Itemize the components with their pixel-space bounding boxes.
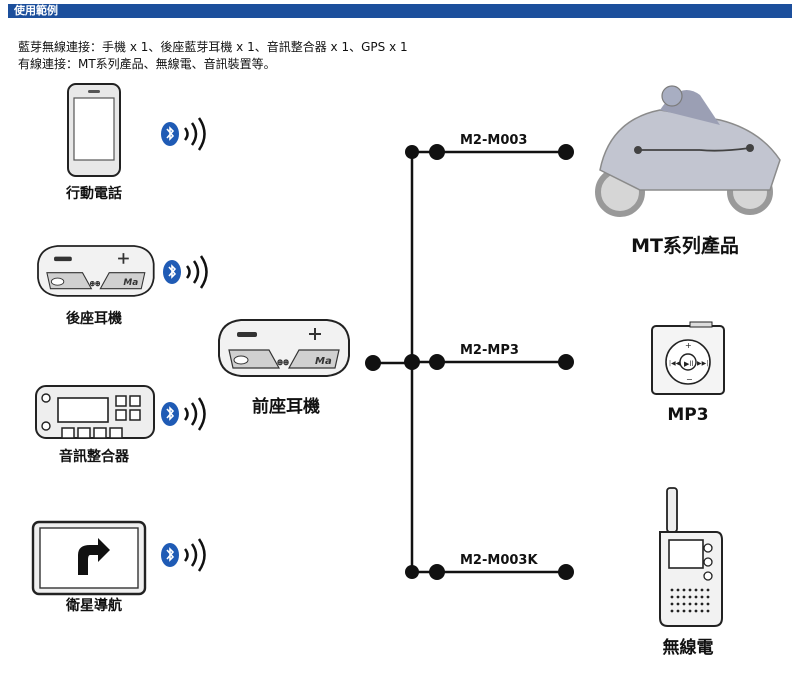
- bluetooth-icon-phone: [159, 116, 206, 152]
- headset-icon-front: [218, 319, 350, 377]
- cable-label-m003k: M2-M003K: [460, 553, 538, 568]
- svg-text:|◀◀: |◀◀: [669, 360, 681, 367]
- gps-navigator-icon: [31, 520, 147, 596]
- svg-text:+: +: [685, 341, 692, 350]
- cable-label-m003: M2-M003: [460, 133, 528, 148]
- label-rear-headset: 後座耳機: [66, 311, 122, 327]
- header-title: 使用範例: [14, 4, 58, 17]
- bluetooth-icon-integrator: [159, 396, 206, 432]
- bluetooth-icon-rear: [161, 254, 208, 290]
- audio-integrator-icon: [35, 385, 155, 439]
- cable-label-mp3: M2-MP3: [460, 343, 519, 358]
- label-mp3: MP3: [667, 405, 709, 425]
- svg-text:−: −: [686, 375, 693, 384]
- svg-text:▶▶|: ▶▶|: [697, 360, 708, 367]
- wireless-description: 藍芽無線連接：手機 x 1、後座藍芽耳機 x 1、音訊整合器 x 1、GPS x…: [18, 40, 408, 54]
- svg-text:▶ll: ▶ll: [684, 360, 693, 368]
- label-radio: 無線電: [662, 638, 714, 658]
- label-front-headset: 前座耳機: [252, 397, 320, 417]
- smartphone-icon: [67, 83, 121, 177]
- bluetooth-icon-gps: [159, 537, 206, 573]
- header-banner: 使用範例: [8, 4, 792, 18]
- walkie-talkie-icon: [659, 487, 723, 627]
- connector-dots: [365, 144, 574, 580]
- mp3-player-icon: ▶ll + − |◀◀ ▶▶|: [651, 321, 725, 395]
- label-mt-series: MT系列產品: [631, 235, 739, 257]
- wired-connections: [373, 150, 566, 574]
- label-gps: 衛星導航: [66, 598, 122, 614]
- label-audio-integrator: 音訊整合器: [59, 449, 129, 465]
- wired-description: 有線連接：MT系列產品、無線電、音訊裝置等。: [18, 57, 276, 71]
- motorcycle-icon: [595, 85, 781, 217]
- headset-icon-rear: [37, 245, 155, 297]
- label-phone: 行動電話: [66, 186, 122, 202]
